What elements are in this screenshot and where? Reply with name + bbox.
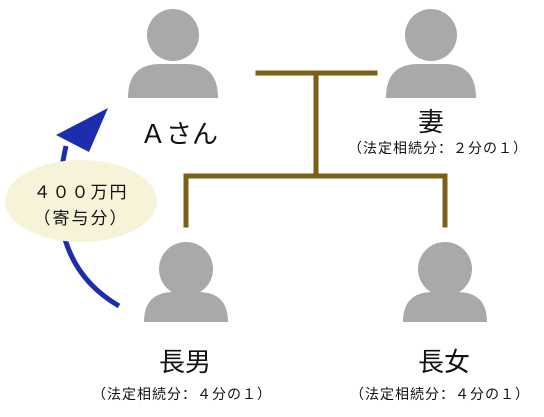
daughter-name: 長女 [417,348,470,378]
son-name: 長男 [158,348,211,378]
person-icon-daughter [403,242,487,322]
person-icon-spouse [386,9,476,98]
spouse-share: （法定相続分：２分の１） [348,141,528,157]
contribution-badge: ４００万円 （寄与分） [5,160,157,242]
spouse-name: 妻 [417,108,444,138]
contribution-amount: ４００万円 [33,183,129,203]
person-a-name: Ａさん [139,120,218,150]
contribution-label: （寄与分） [33,209,129,229]
family-tree-lines [183,70,448,228]
daughter-share: （法定相続分：４分の１） [350,387,530,403]
son-share: （法定相続分：４分の１） [92,387,272,403]
person-icon-son [144,242,228,322]
person-icon-a [128,9,218,98]
